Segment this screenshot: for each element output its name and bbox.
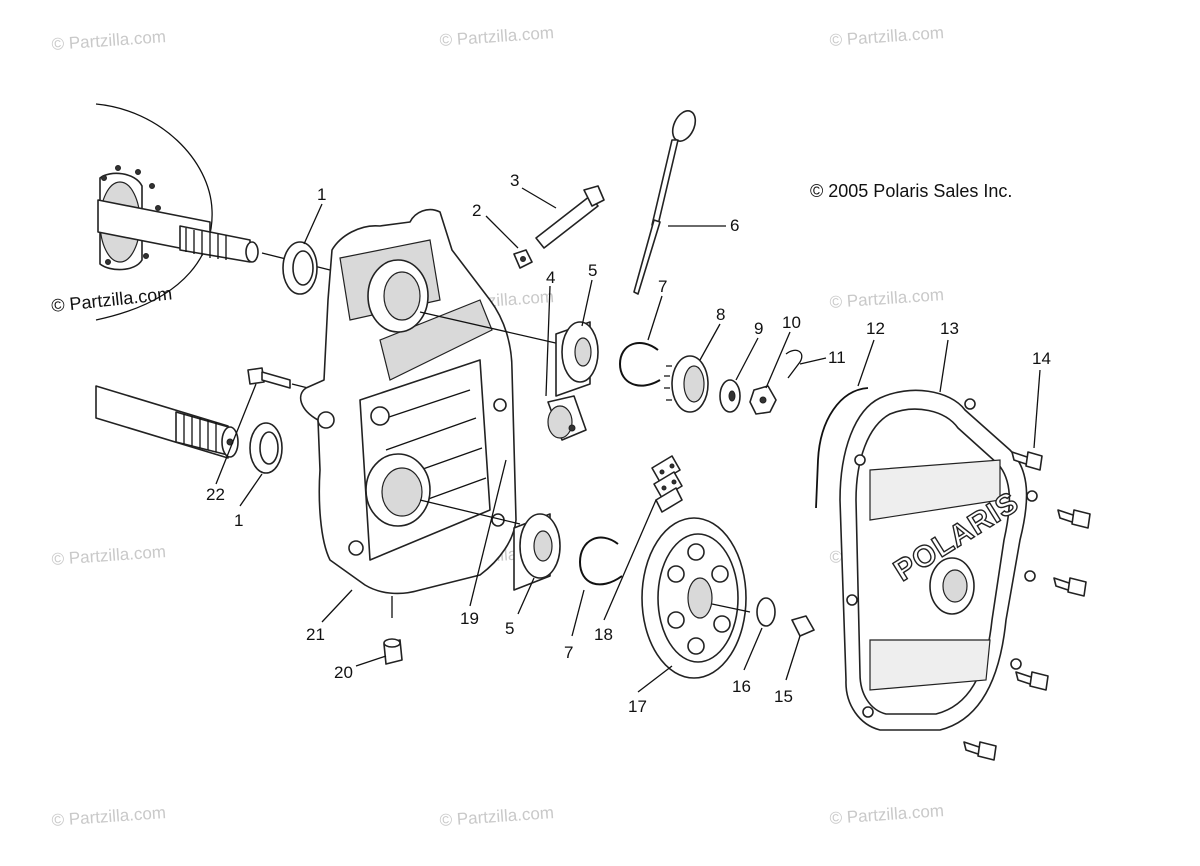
watermark: © Partzilla.com: [51, 803, 167, 830]
cotter-pin-11: [785, 349, 803, 379]
callout-17: 17: [628, 697, 647, 716]
snap-ring-7-lower: [578, 536, 623, 586]
watermark: © Partzilla.com: [829, 801, 945, 828]
chaincase-cover-13: POLARIS: [839, 389, 1038, 731]
callout-13: 13: [940, 319, 959, 338]
callout-1-lower: 1: [234, 511, 243, 530]
callout-3: 3: [510, 171, 519, 190]
callout-4: 4: [546, 268, 555, 287]
callout-11: 11: [828, 348, 846, 367]
lower-drive-shaft: [95, 385, 239, 459]
seal-1-upper: [282, 241, 318, 295]
snap-ring-7-upper: [618, 341, 661, 387]
nut-2: [513, 249, 533, 269]
sprocket-8: [664, 355, 709, 413]
callout-1-upper: 1: [317, 185, 326, 204]
watermark: © Partzilla.com: [439, 803, 555, 830]
callout-5-upper: 5: [588, 261, 597, 280]
chain-18: [651, 455, 683, 513]
callout-19: 19: [460, 609, 479, 628]
watermark: © Partzilla.com: [439, 23, 555, 50]
nut-10: [749, 385, 777, 415]
callout-10: 10: [782, 313, 801, 332]
callout-leaders: [215, 187, 1041, 693]
bearing-5-lower: [513, 513, 561, 591]
callout-2: 2: [472, 201, 481, 220]
callout-9: 9: [754, 319, 763, 338]
callout-22: 22: [206, 485, 225, 504]
cover-bolts-14: [963, 451, 1091, 761]
seal-1-lower: [249, 422, 283, 474]
bearing-5-upper: [555, 321, 599, 397]
callout-8: 8: [716, 305, 725, 324]
callout-numbers: 1 2 3 4 5 6 7 8 9 10 11 12 13 14 5 7 22 …: [206, 171, 1051, 716]
gasket-12: [815, 387, 869, 509]
driven-clutch-shaft: [95, 103, 331, 321]
washer-9: [719, 379, 741, 413]
callout-7-upper: 7: [658, 277, 667, 296]
bolt-15: [791, 615, 815, 637]
callout-12: 12: [866, 319, 885, 338]
sprocket-17: [641, 517, 747, 679]
watermark: © Partzilla.com: [829, 285, 945, 312]
plug-20: [383, 638, 403, 665]
callout-15: 15: [774, 687, 793, 706]
callout-7-lower: 7: [564, 643, 573, 662]
callout-14: 14: [1032, 349, 1051, 368]
watermark: © Partzilla.com: [829, 23, 945, 50]
tensioner-4: [547, 395, 587, 441]
callout-20: 20: [334, 663, 353, 682]
copyright-text: © 2005 Polaris Sales Inc.: [810, 181, 1012, 201]
callout-6: 6: [730, 216, 739, 235]
watermark: © Partzilla.com: [51, 542, 167, 569]
dipstick-6: [633, 110, 697, 295]
chaincase-housing: [299, 208, 517, 595]
bolt-3: [535, 185, 605, 249]
callout-16: 16: [732, 677, 751, 696]
callout-21: 21: [306, 625, 325, 644]
watermark: © Partzilla.com: [51, 27, 167, 54]
callout-18: 18: [594, 625, 613, 644]
washer-16: [756, 597, 776, 627]
callout-5-lower: 5: [505, 619, 514, 638]
